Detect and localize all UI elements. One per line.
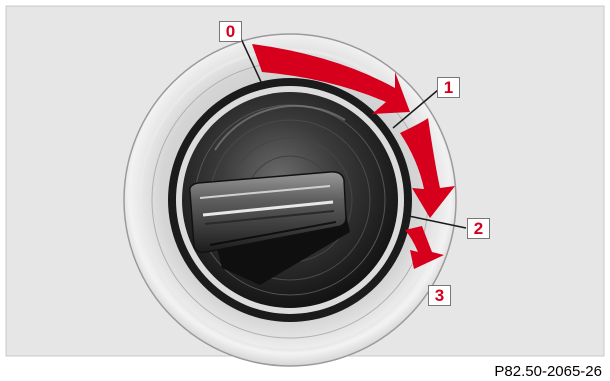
position-label-0: 0 bbox=[219, 21, 242, 42]
position-label-3: 3 bbox=[428, 285, 451, 306]
position-label-2: 2 bbox=[467, 218, 490, 239]
image-code: P82.50-2065-26 bbox=[492, 363, 604, 380]
position-label-1: 1 bbox=[437, 77, 460, 98]
